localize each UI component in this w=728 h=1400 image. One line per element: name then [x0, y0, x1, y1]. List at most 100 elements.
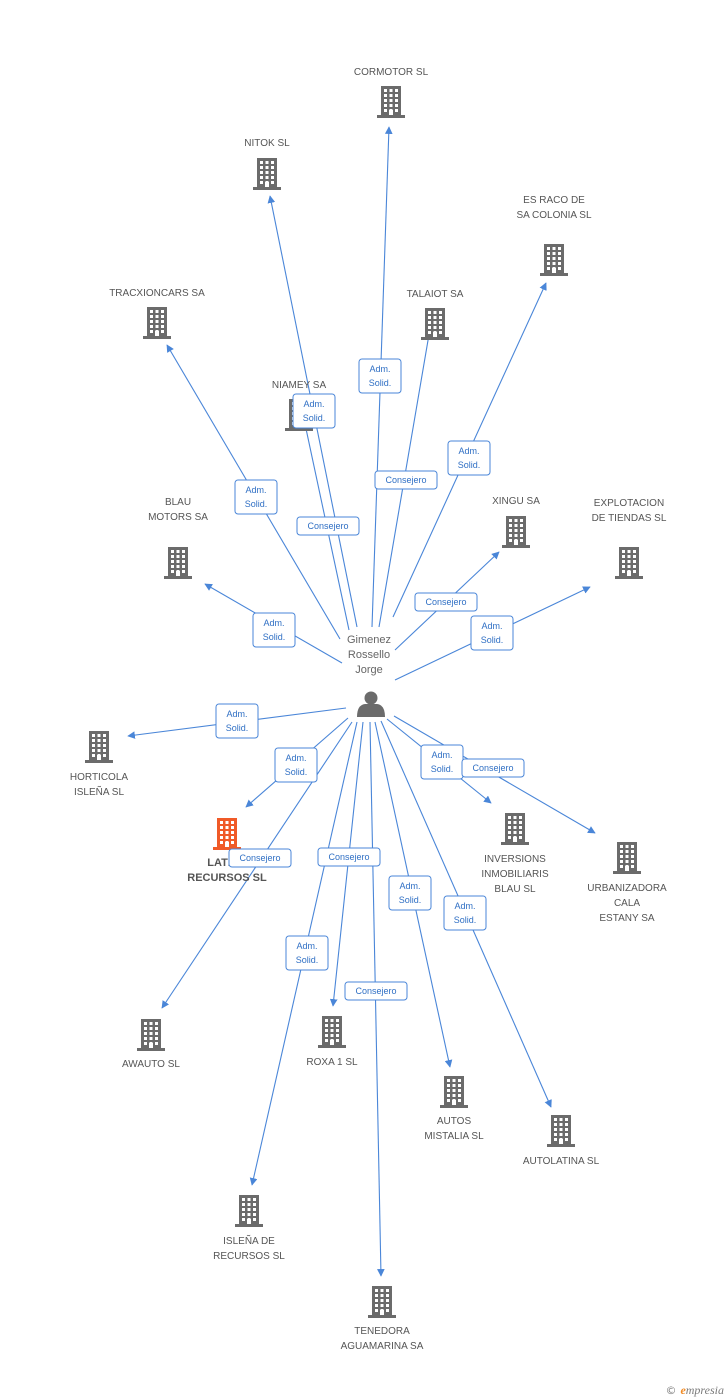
- company-label: RECURSOS SL: [187, 872, 267, 884]
- edge-label-text: Consejero: [425, 597, 466, 607]
- company-label: URBANIZADORA: [587, 883, 667, 894]
- building-icon: [213, 818, 241, 850]
- edge-label-niamey[interactable]: Consejero: [296, 516, 360, 536]
- edge-label-text: Adm.: [369, 364, 390, 374]
- edge-label-text: Consejero: [307, 521, 348, 531]
- edge-label-text: Solid.: [481, 635, 504, 645]
- brand-e: e: [680, 1383, 686, 1397]
- company-node-inversions[interactable]: INVERSIONS INMOBILIARIS BLAU SL: [481, 813, 549, 895]
- edge-label-explotacion[interactable]: Adm. Solid.: [470, 615, 514, 651]
- edge-label-text: Solid.: [303, 413, 326, 423]
- edge-label-nitok[interactable]: Adm. Solid.: [292, 393, 336, 429]
- company-node-cormotor[interactable]: CORMOTOR SL: [354, 67, 429, 118]
- edge-label-latina[interactable]: Adm. Solid.: [274, 747, 318, 783]
- company-node-autolatina[interactable]: AUTOLATINA SL: [523, 1115, 600, 1167]
- building-icon: [137, 1019, 165, 1051]
- company-label: TALAIOT SA: [407, 289, 464, 300]
- edge-label-text: Solid.: [369, 378, 392, 388]
- company-node-urbanizadora[interactable]: URBANIZADORA CALA ESTANY SA: [587, 842, 667, 924]
- edge-label-text: Consejero: [355, 986, 396, 996]
- edge-label-urbanizadora[interactable]: Consejero: [461, 758, 525, 778]
- edge-label-text: Adm.: [399, 881, 420, 891]
- building-icon: [164, 547, 192, 579]
- edge-label-inversions[interactable]: Adm. Solid.: [420, 744, 464, 780]
- edge-label-text: Adm.: [245, 485, 266, 495]
- edge-label-awauto[interactable]: Consejero: [228, 848, 292, 868]
- edge-label-esraco[interactable]: Adm. Solid.: [447, 440, 491, 476]
- company-node-roxa[interactable]: ROXA 1 SL: [306, 1016, 358, 1068]
- edge-label-text: Adm.: [481, 621, 502, 631]
- person-icon: [357, 691, 385, 717]
- edge-label-islena[interactable]: Adm. Solid.: [285, 935, 329, 971]
- person-label: Rossello: [348, 649, 390, 661]
- building-icon: [377, 86, 405, 118]
- edge-label-talaiot[interactable]: Consejero: [374, 470, 438, 490]
- company-node-islena[interactable]: ISLEÑA DE RECURSOS SL: [213, 1195, 285, 1262]
- building-icon: [540, 244, 568, 276]
- building-icon: [253, 158, 281, 190]
- building-icon: [615, 547, 643, 579]
- building-icon: [85, 731, 113, 763]
- building-icon: [440, 1076, 468, 1108]
- company-label: AGUAMARINA SA: [341, 1341, 424, 1352]
- company-label: MOTORS SA: [148, 512, 208, 523]
- company-label: ESTANY SA: [599, 913, 655, 924]
- edge-label-text: Solid.: [285, 767, 308, 777]
- edge-label-text: Adm.: [263, 618, 284, 628]
- edges-layer: [127, 126, 596, 1277]
- company-node-xingu[interactable]: XINGU SA: [492, 496, 540, 548]
- building-icon: [318, 1016, 346, 1048]
- company-label: AUTOS: [437, 1116, 472, 1127]
- company-label: AUTOLATINA SL: [523, 1156, 600, 1167]
- company-label: BLAU: [165, 497, 191, 508]
- building-icon: [502, 516, 530, 548]
- company-node-tracxioncars[interactable]: TRACXIONCARS SA: [109, 288, 205, 339]
- company-label: SA COLONIA SL: [516, 210, 591, 221]
- edge-label-text: Adm.: [296, 941, 317, 951]
- edge-labels-layer: Adm. Solid. Adm. Solid. Adm. Solid. Adm. Solid.…: [215, 358, 525, 1001]
- edge-label-text: Solid.: [399, 895, 422, 905]
- edge-label-cormotor[interactable]: Adm. Solid.: [358, 358, 402, 394]
- edge-label-text: Adm.: [285, 753, 306, 763]
- edge-label-text: Adm.: [454, 901, 475, 911]
- company-label: TRACXIONCARS SA: [109, 288, 205, 299]
- company-label: INVERSIONS: [484, 854, 546, 865]
- edge-label-blaumotors[interactable]: Adm.Solid.: [252, 612, 296, 648]
- edge-label-text: Adm.: [458, 446, 479, 456]
- edge-label-text: Adm.: [431, 750, 452, 760]
- edge-label-autosmistalia[interactable]: Adm. Solid.: [388, 875, 432, 911]
- company-label: ISLEÑA DE: [223, 1234, 275, 1247]
- edge-label-tenedora[interactable]: Consejero: [344, 981, 408, 1001]
- company-node-talaiot[interactable]: TALAIOT SA: [407, 289, 464, 340]
- company-node-awauto[interactable]: AWAUTO SL: [122, 1019, 180, 1070]
- edge-label-text: Solid.: [296, 955, 319, 965]
- edge-label-tracxioncars[interactable]: Adm.Solid.: [234, 479, 278, 515]
- edge-label-text: Adm.: [303, 399, 324, 409]
- building-icon: [501, 813, 529, 845]
- edge-label-xingu[interactable]: Consejero: [414, 592, 478, 612]
- company-label: MISTALIA SL: [424, 1131, 484, 1142]
- building-icon: [421, 308, 449, 340]
- edge-label-text: Solid.: [454, 915, 477, 925]
- company-label: HORTICOLA: [70, 772, 128, 783]
- company-node-blaumotors[interactable]: BLAU MOTORS SA: [148, 497, 208, 579]
- company-label: CALA: [614, 898, 640, 909]
- edge-label-horticola[interactable]: Adm.Solid.: [215, 703, 259, 739]
- company-node-tenedora[interactable]: TENEDORA AGUAMARINA SA: [341, 1286, 424, 1352]
- edge-label-text: Solid.: [458, 460, 481, 470]
- company-label: TENEDORA: [354, 1326, 410, 1337]
- building-icon: [235, 1195, 263, 1227]
- company-label: RECURSOS SL: [213, 1251, 285, 1262]
- brand-mark[interactable]: ©empresia: [665, 1383, 724, 1398]
- edge-label-text: Solid.: [431, 764, 454, 774]
- company-node-autosmistalia[interactable]: AUTOS MISTALIA SL: [424, 1076, 484, 1142]
- company-label: INMOBILIARIS: [481, 869, 549, 880]
- edge-label-autolatina[interactable]: Adm. Solid.: [443, 895, 487, 931]
- company-label: BLAU SL: [494, 884, 536, 895]
- company-node-nitok[interactable]: NITOK SL: [244, 138, 290, 190]
- edge-label-roxa[interactable]: Consejero: [317, 847, 381, 867]
